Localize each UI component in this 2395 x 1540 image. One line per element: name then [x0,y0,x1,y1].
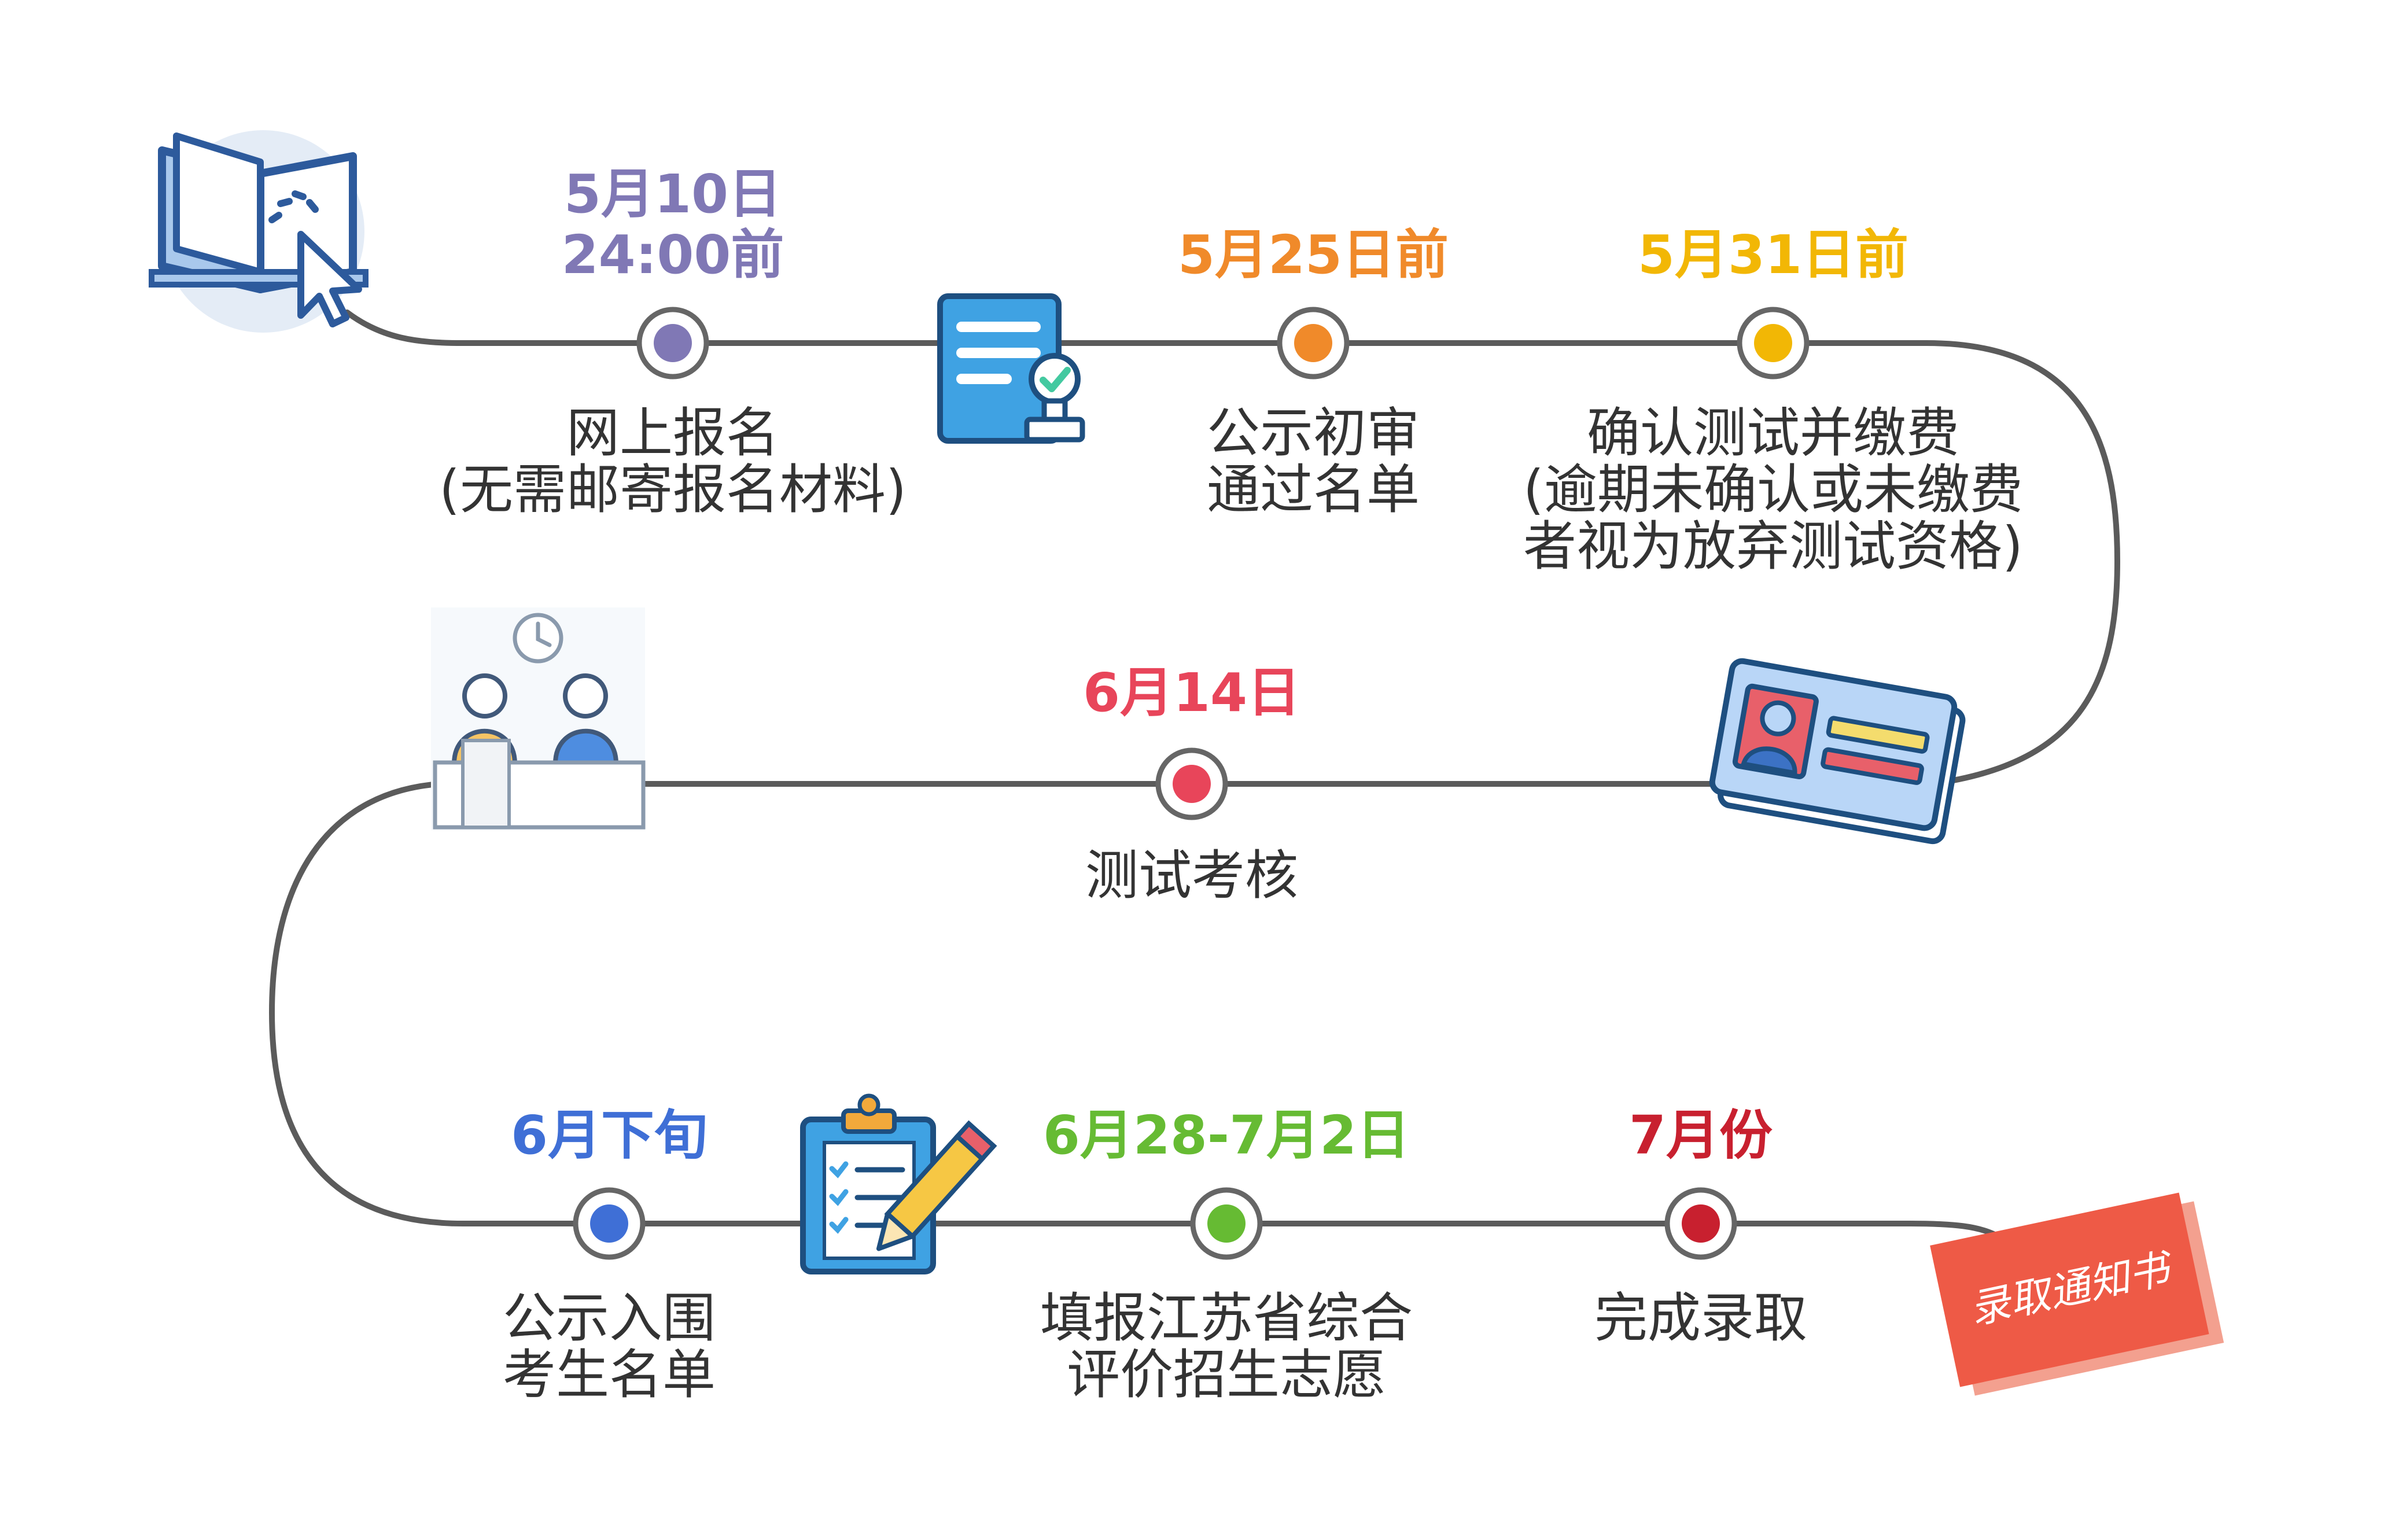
step-date-publish-preliminary-list: 5月25日前 [1178,224,1449,285]
step-node-publish-shortlist [573,1187,646,1260]
timeline-nodes [573,307,1810,1260]
step-label-line: 填报江苏省综合 [1040,1287,1413,1349]
step-node-dot [1294,324,1332,362]
clipboard-checklist-pencil-icon [800,1093,997,1274]
step-date-test-assessment: 6月14日 [1083,662,1300,723]
step-date-line: 6月下旬 [510,1104,708,1166]
step-date-line: 24:00前 [561,224,784,286]
step-node-dot [1682,1204,1720,1243]
interview-desk-clock-icon [431,607,646,830]
admission-letter-icon: 录取通知书 [1930,1192,2224,1396]
step-label-line: 确认测试并缴费 [1586,402,1959,464]
step-label-line: 完成录取 [1594,1287,1808,1349]
step-date-line: 5月31日前 [1637,224,1909,286]
step-node-online-registration [636,307,709,380]
step-node-test-assessment [1155,747,1228,820]
step-label-confirm-and-pay: 确认测试并缴费(逾期未确认或未缴费者视为放弃测试资格) [1523,405,2023,575]
step-label-line: 测试考核 [1085,845,1299,907]
step-date-line: 5月10日 [563,163,782,225]
step-date-line: 6月14日 [1082,662,1301,724]
step-node-complete-admission [1664,1187,1737,1260]
step-date-line: 7月份 [1628,1104,1773,1166]
step-label-line: 网上报名 [566,402,780,464]
step-label-online-registration: 网上报名(无需邮寄报名材料) [439,405,907,518]
open-book-click-icon [149,130,369,333]
step-label-line: 公示初审 [1206,402,1420,464]
step-label-complete-admission: 完成录取 [1594,1290,1807,1347]
step-label-line: 考生名单 [502,1344,716,1406]
id-card-icon [1709,658,1966,845]
step-node-fill-application [1190,1187,1263,1260]
step-label-line: 公示入围 [502,1287,716,1349]
step-node-dot [1754,324,1792,362]
step-node-dot [1207,1204,1246,1243]
step-label-publish-preliminary-list: 公示初审通过名单 [1207,405,1420,518]
step-node-dot [1173,765,1211,803]
step-node-confirm-and-pay [1737,307,1810,380]
step-date-complete-admission: 7月份 [1629,1105,1773,1166]
step-date-line: 5月25日前 [1177,224,1449,286]
step-label-line: 通过名单 [1206,459,1420,521]
step-label-line: (无需邮寄报名材料) [439,459,907,521]
step-node-publish-preliminary-list [1277,307,1350,380]
step-label-fill-application: 填报江苏省综合评价招生志愿 [1040,1290,1413,1403]
step-node-dot [654,324,692,362]
step-date-publish-shortlist: 6月下旬 [511,1105,708,1166]
step-label-line: (逾期未确认或未缴费 [1523,459,2023,521]
step-label-line: 评价招生志愿 [1066,1344,1387,1406]
step-date-confirm-and-pay: 5月31日前 [1638,224,1908,285]
document-approved-stamp-icon [937,293,1085,444]
step-date-fill-application: 6月28-7月2日 [1043,1105,1410,1166]
step-label-publish-shortlist: 公示入围考生名单 [503,1290,716,1403]
step-label-test-assessment: 测试考核 [1085,848,1298,904]
step-label-line: 者视为放弃测试资格) [1523,515,2023,577]
step-date-line: 6月28-7月2日 [1042,1104,1410,1166]
step-node-dot [590,1204,628,1243]
